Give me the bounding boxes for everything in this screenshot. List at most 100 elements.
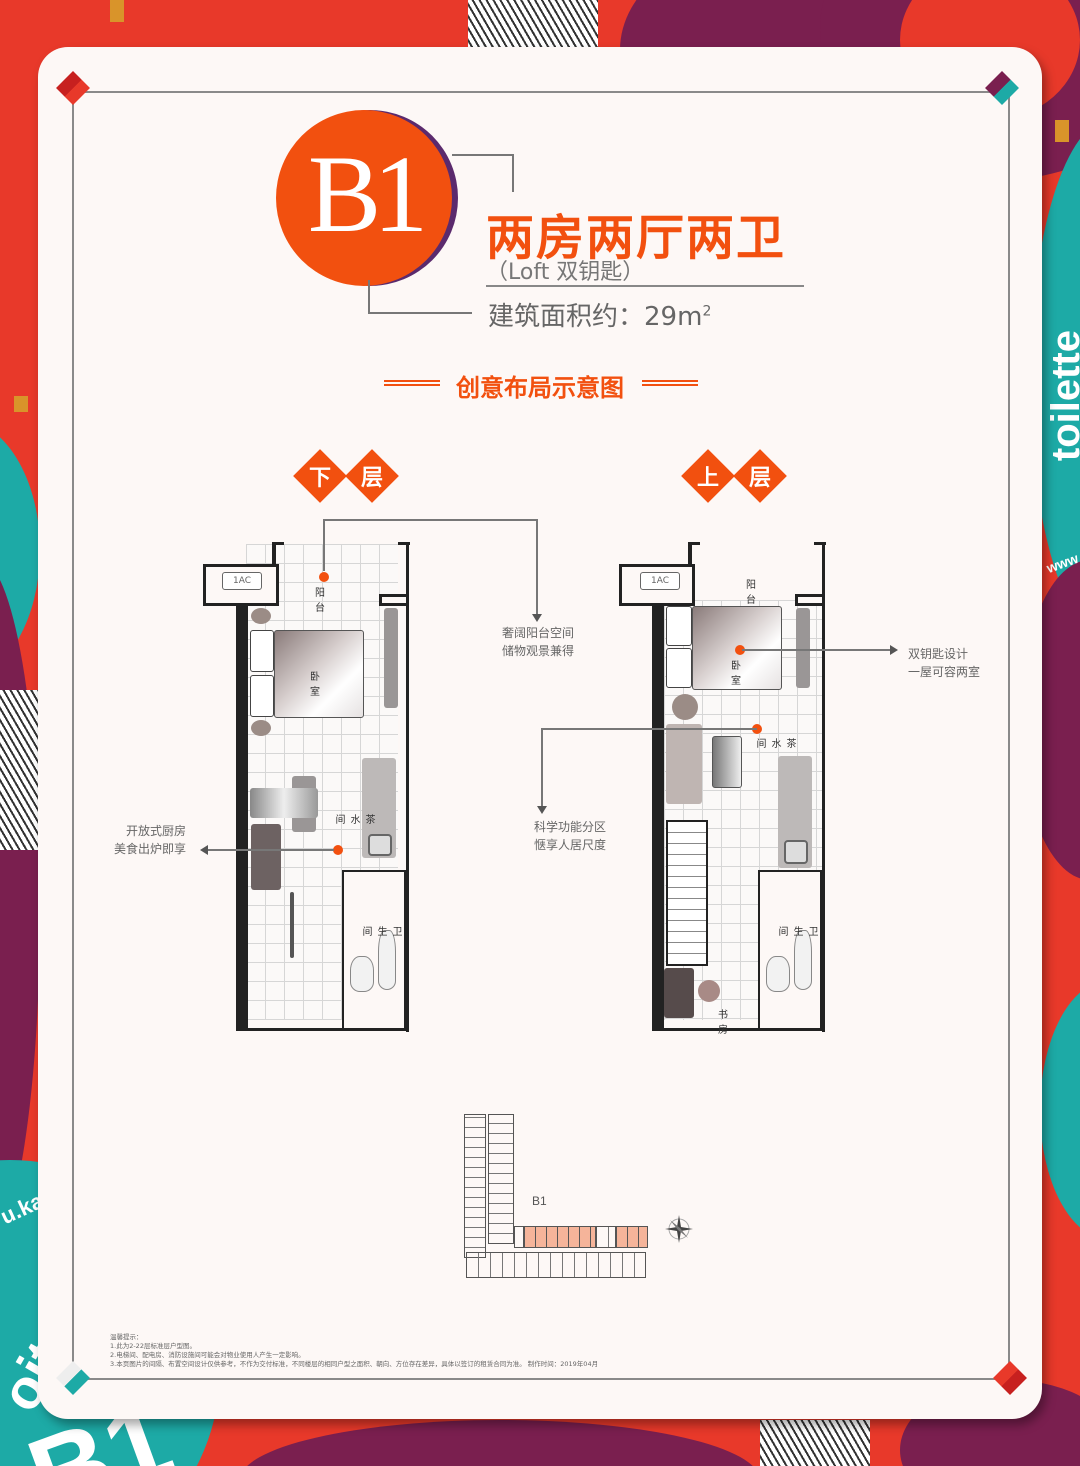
callout-kitchen: 开放式厨房 美食出炉即享: [114, 824, 187, 856]
tag-upper-2: 层: [733, 449, 787, 503]
kitchen-sink: [368, 834, 392, 856]
wardrobe: [796, 608, 810, 688]
toilet: [766, 956, 790, 992]
disclaimer: 温馨提示： 1.此为2-22层标准层户型图。 2.电梯间、配电房、消防设施间可能…: [110, 1333, 599, 1368]
area-unit-sup: 2: [702, 303, 712, 320]
arrow-down-icon: [537, 806, 547, 814]
poster-card: [38, 47, 1042, 1419]
arrow-down-icon: [532, 614, 542, 622]
bg-confetti: [1055, 120, 1069, 142]
bg-text-vertical: toilette: [1044, 330, 1080, 462]
building-highlight-b1: [616, 1226, 648, 1248]
building-wing: [466, 1252, 646, 1278]
staircase: [666, 820, 708, 966]
wall: [398, 542, 410, 545]
bg-zigzag: [0, 690, 40, 850]
marker-dot: [333, 845, 343, 855]
section-title-line-right: [642, 380, 698, 386]
building-highlight-b1: [524, 1226, 596, 1248]
bg-shape: [0, 560, 40, 1260]
nightstand: [251, 608, 271, 624]
arrow-left-icon: [200, 845, 208, 855]
wardrobe: [384, 608, 398, 708]
leader-line: [323, 519, 537, 521]
room-label-pantry: 茶水间: [333, 814, 374, 825]
wall: [822, 542, 825, 1032]
round-table: [672, 694, 698, 720]
area-label: 建筑面积约：: [488, 302, 645, 332]
arrow-right-icon: [890, 645, 898, 655]
compass-icon: [665, 1215, 693, 1243]
connector-line: [368, 280, 472, 314]
tag-lower-1: 下: [293, 449, 347, 503]
leader-line: [541, 728, 543, 808]
bg-zigzag: [468, 0, 598, 50]
section-title: 创意布局示意图: [456, 374, 624, 402]
room-label-study: 书房: [718, 1010, 728, 1036]
wall: [814, 542, 826, 545]
study-chair: [698, 980, 720, 1002]
ac-unit: 1AC: [222, 572, 262, 590]
partition: [290, 892, 294, 958]
nightstand: [251, 720, 271, 736]
pillow: [666, 606, 692, 646]
callout-balcony: 奢阔阳台空间 储物观景兼得: [502, 626, 575, 658]
marker-dot: [735, 645, 745, 655]
leader-line: [541, 728, 757, 730]
leader-line: [208, 849, 334, 851]
area-value: 29m: [644, 302, 703, 332]
wall: [406, 542, 409, 1032]
wall: [688, 542, 700, 545]
callout-functional: 科学功能分区 惬享人居尺度: [534, 820, 607, 852]
unit-badge: B1: [276, 110, 452, 286]
dining-table: [250, 788, 318, 818]
ac-unit: 1AC: [640, 572, 680, 590]
sofa: [666, 724, 702, 804]
washbasin: [378, 930, 396, 990]
bed: [274, 630, 364, 718]
wall: [272, 542, 284, 545]
room-label-bathroom: 卫生间: [776, 926, 817, 937]
bg-zigzag: [760, 1420, 870, 1466]
layout-title: 两房两厅两卫: [486, 210, 787, 266]
room-label-bedroom: 卧室: [310, 672, 320, 698]
connector-line: [452, 154, 514, 192]
tag-lower-2: 层: [345, 449, 399, 503]
pillow: [666, 648, 692, 688]
bathroom: [758, 870, 822, 1030]
tag-upper-1: 上: [681, 449, 735, 503]
wall: [236, 600, 248, 1030]
building-wing: [464, 1114, 486, 1258]
room-label-pantry: 茶水间: [754, 738, 795, 749]
layout-subtitle: （Loft 双钥匙）: [486, 260, 645, 285]
building-wing: [488, 1114, 514, 1244]
core: [514, 1226, 524, 1248]
site-label-b1: B1: [532, 1194, 547, 1208]
leader-line: [536, 519, 538, 615]
leader-line: [742, 649, 892, 651]
unit-badge-text: B1: [307, 133, 428, 255]
coffee-table: [712, 736, 742, 788]
wall: [652, 1028, 824, 1031]
callout-dual-key: 双钥匙设计 一屋可容两室: [908, 647, 981, 679]
bg-shape: [240, 1420, 760, 1466]
wall: [652, 600, 664, 1030]
section-title-line-left: [384, 380, 440, 386]
inner-frame: [72, 91, 1010, 1380]
room-label-bathroom: 卫生间: [360, 926, 401, 937]
marker-dot: [319, 572, 329, 582]
bg-shape: [1040, 980, 1080, 1240]
divider: [486, 285, 804, 287]
wall: [795, 594, 825, 606]
shelf: [251, 824, 281, 890]
leader-line: [323, 519, 325, 571]
room-label-balcony: 阳台: [315, 588, 325, 614]
kitchen-sink: [784, 840, 808, 864]
wall: [379, 594, 409, 606]
room-label-bedroom: 卧室: [731, 661, 741, 687]
pillow: [250, 630, 274, 672]
floor-area: 建筑面积约：29m2: [488, 296, 711, 333]
balcony-void: [692, 544, 820, 600]
bg-confetti: [110, 0, 124, 22]
bg-confetti: [14, 396, 28, 412]
